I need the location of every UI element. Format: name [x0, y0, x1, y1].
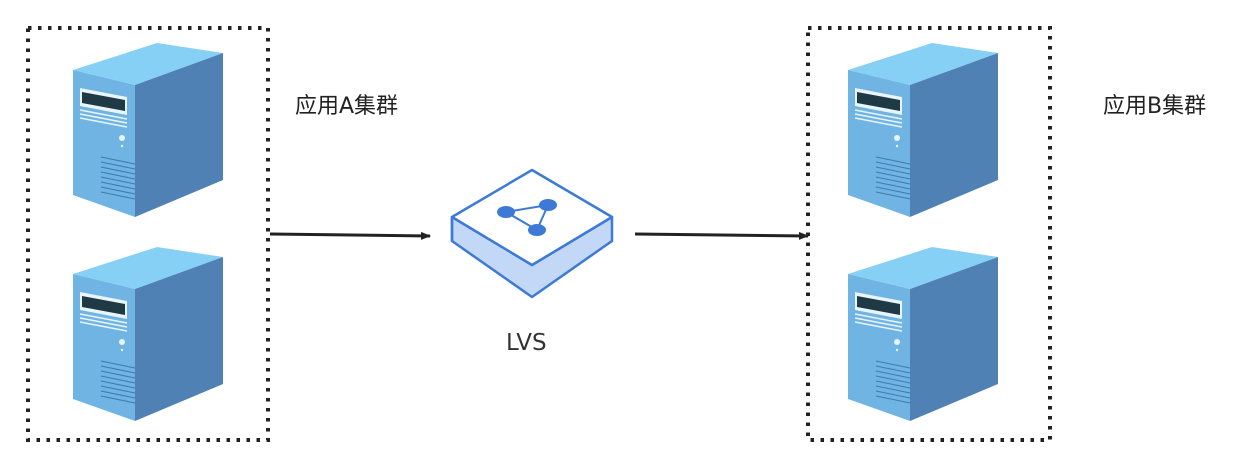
cluster-a-boundary [26, 26, 270, 442]
server-icon [847, 42, 999, 218]
server-icon [72, 246, 224, 422]
arrow-lvs-to-b [634, 231, 809, 240]
cluster-b-label: 应用B集群 [1103, 94, 1207, 119]
lvs-icon [450, 168, 614, 299]
server-icon [847, 246, 999, 422]
lvs-label: LVS [506, 330, 547, 356]
arrow-a-to-lvs [269, 231, 431, 240]
cluster-a-label: 应用A集群 [295, 94, 399, 119]
server-icon [72, 42, 224, 218]
